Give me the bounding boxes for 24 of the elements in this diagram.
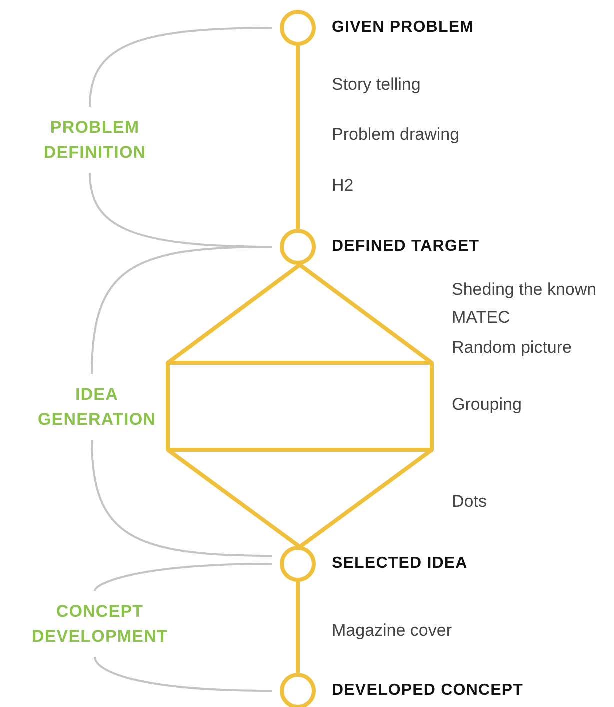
connector-line [296, 582, 300, 673]
milestone-title: DEVELOPED CONCEPT [332, 682, 524, 700]
method-label: H2 [332, 176, 354, 196]
phase-label: CONCEPT DEVELOPMENT [28, 599, 172, 649]
connector-line [94, 656, 272, 692]
connector-line [296, 46, 300, 229]
connector-line [91, 246, 272, 374]
method-label: MATEC [452, 308, 510, 328]
method-label: Grouping [452, 395, 522, 415]
method-label: Random picture [452, 338, 572, 358]
method-label: Dots [452, 492, 487, 512]
phase-label: PROBLEM DEFINITION [23, 115, 167, 165]
phase-label: IDEA GENERATION [25, 382, 169, 432]
connector-line [89, 27, 272, 108]
milestone-title: SELECTED IDEA [332, 555, 468, 573]
connector-line [91, 440, 272, 557]
milestone-title: GIVEN PROBLEM [332, 19, 474, 37]
method-label: Magazine cover [332, 621, 452, 641]
method-label: Sheding the known [452, 280, 597, 300]
method-label: Story telling [332, 75, 421, 95]
funnel-drawing [166, 263, 434, 549]
connector-line [94, 563, 272, 592]
milestone-title: DEFINED TARGET [332, 238, 480, 256]
method-label: Problem drawing [332, 125, 460, 145]
